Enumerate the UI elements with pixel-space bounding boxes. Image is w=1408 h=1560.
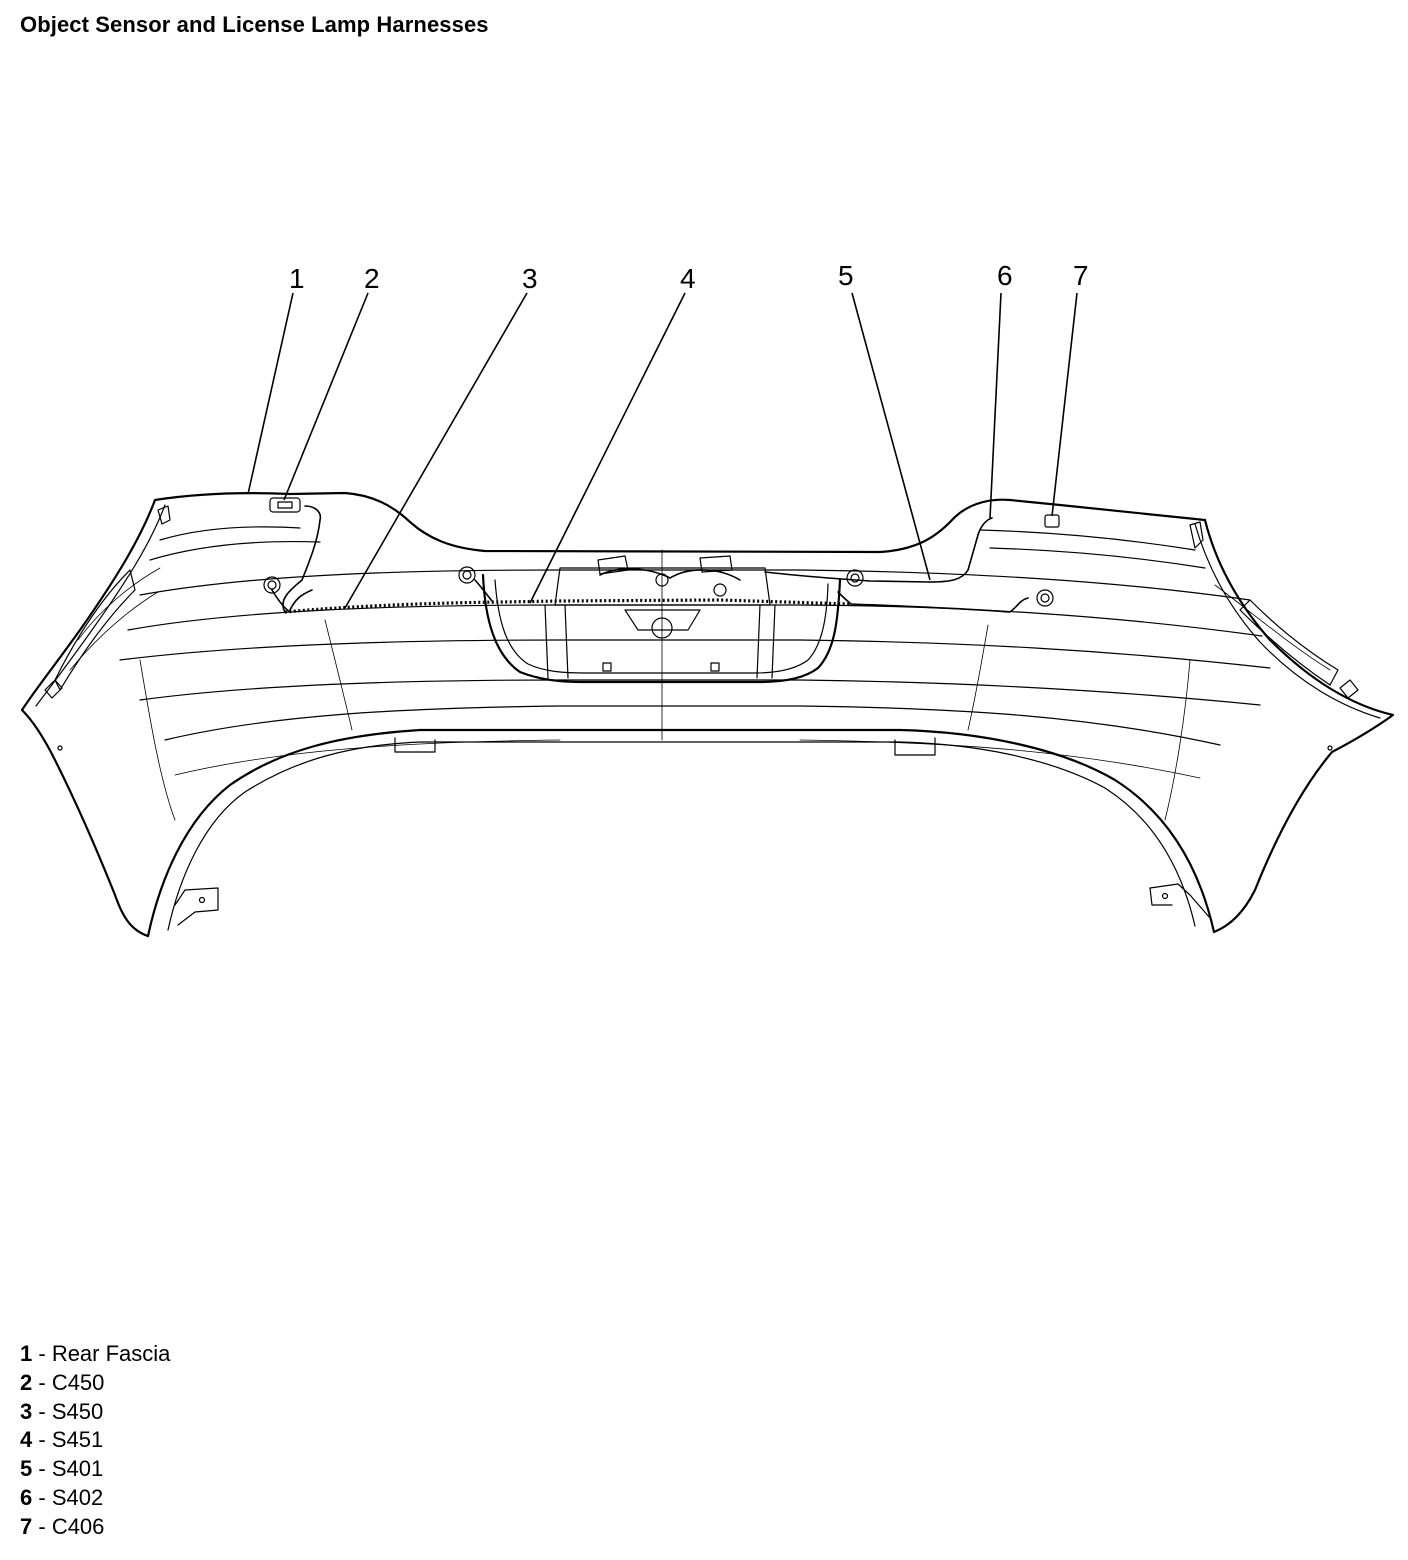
legend-item: 6 - S402 (20, 1484, 170, 1513)
wiring-harness (263, 497, 1060, 614)
leader-5 (851, 292, 931, 581)
legend-label: S451 (51, 1427, 104, 1453)
legend-num: 4 (20, 1427, 33, 1453)
legend-num: 6 (20, 1484, 33, 1510)
legend-num: 5 (20, 1456, 33, 1482)
callout-6: 6 (997, 260, 1013, 291)
leader-3 (344, 292, 528, 609)
legend-sep: - (32, 1456, 52, 1482)
callout-4: 4 (680, 263, 696, 294)
legend-label: S401 (51, 1456, 104, 1482)
legend-sep: - (32, 1513, 52, 1539)
legend-item: 3 - S450 (20, 1398, 170, 1427)
rear-fascia-outline (20, 491, 1395, 938)
legend-sep: - (32, 1484, 52, 1510)
callout-7: 7 (1073, 260, 1089, 291)
leader-1 (247, 292, 294, 495)
legend-sep: - (32, 1398, 52, 1424)
legend-label: Rear Fascia (51, 1341, 171, 1366)
legend-num: 1 (20, 1341, 33, 1366)
callout-3: 3 (522, 263, 538, 294)
legend-num: 7 (20, 1513, 33, 1539)
callout-leaders (247, 292, 1078, 609)
license-plate-pocket (481, 567, 842, 684)
legend-sep: - (32, 1427, 52, 1453)
legend-label: C406 (51, 1513, 105, 1539)
legend-label: C450 (51, 1369, 105, 1395)
legend-sep: - (32, 1341, 52, 1366)
page-title: Object Sensor and License Lamp Harnesses (20, 12, 489, 37)
leader-2 (283, 292, 369, 501)
callout-2: 2 (364, 263, 380, 294)
leader-7 (1051, 292, 1078, 517)
leader-4 (529, 292, 686, 604)
callout-5: 5 (838, 260, 854, 291)
legend-item: 4 - S451 (20, 1426, 170, 1455)
legend-item: 5 - S401 (20, 1455, 170, 1484)
legend-sep: - (32, 1369, 52, 1395)
legend-item: 1 - Rear Fascia (20, 1340, 170, 1369)
legend-num: 2 (20, 1369, 33, 1395)
legend-label: S450 (51, 1398, 104, 1424)
leader-6 (989, 292, 1002, 519)
legend: 1 - Rear Fascia 2 - C450 3 - S450 4 - S4… (20, 1340, 170, 1542)
callout-numbers: 1 2 3 4 5 6 7 (289, 260, 1089, 294)
callout-1: 1 (289, 263, 305, 294)
legend-num: 3 (20, 1398, 33, 1424)
legend-label: S402 (51, 1484, 104, 1510)
legend-item: 2 - C450 (20, 1369, 170, 1398)
legend-item: 7 - C406 (20, 1513, 170, 1542)
